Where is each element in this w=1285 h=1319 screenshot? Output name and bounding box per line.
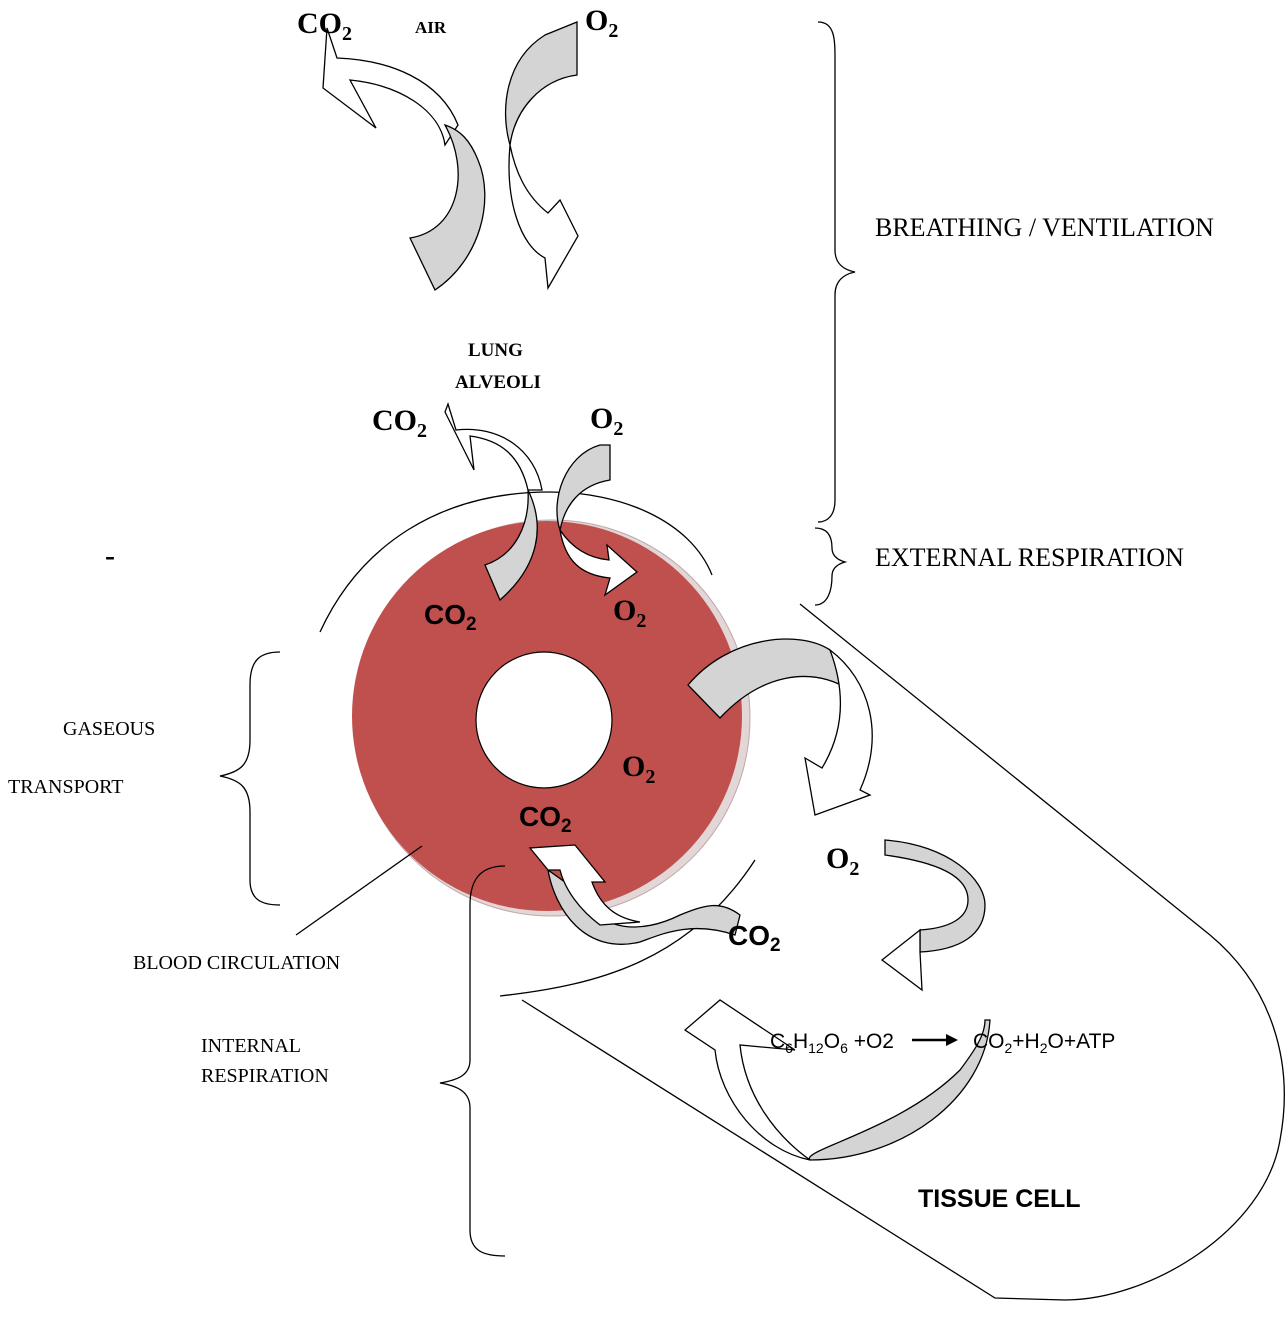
blood-circulation-label: BLOOD CIRCULATION — [133, 952, 340, 974]
co2-into-blood-arrow — [528, 844, 641, 926]
equation-right: CO2+H2O+ATP — [973, 1030, 1115, 1056]
blood-co2-top-label: CO2 — [424, 599, 477, 635]
cell-co2-return-tip-arrow — [683, 999, 811, 1161]
gaseous-label: GASEOUS — [63, 718, 155, 740]
internal-label: INTERNAL — [201, 1035, 301, 1057]
equation-left: C6H12O6 +O2 — [770, 1030, 894, 1056]
o2-delivery-arrow — [804, 648, 873, 816]
equation-arrow-head — [946, 1034, 958, 1046]
lung-o2-arrow — [556, 444, 611, 533]
lung-co2-from-blood-arrow — [484, 489, 538, 602]
blood-o2-top-label: O2 — [613, 594, 646, 632]
alveoli-label: ALVEOLI — [455, 372, 541, 393]
alveolus-wall-arc — [319, 491, 713, 633]
air-co2-arrow — [322, 27, 459, 147]
external-respiration-label: EXTERNAL RESPIRATION — [875, 543, 1184, 572]
air-co2-label: CO2 — [297, 7, 352, 45]
air-o2-entry-arrow — [508, 144, 579, 291]
capillary-arc — [499, 859, 756, 997]
blood-lumen — [475, 651, 613, 789]
dash-mark: - — [105, 539, 115, 572]
blood-o2-mid-label: O2 — [622, 750, 655, 788]
external-brace — [814, 527, 848, 606]
cell-co2-return-arrow — [808, 1019, 991, 1161]
lung-co2-label: CO2 — [372, 404, 427, 442]
lung-o2-label: O2 — [590, 402, 623, 440]
air-o2-arrow — [504, 21, 578, 146]
blood-circulation-pointer — [295, 845, 423, 936]
tissue-o2-label: O2 — [826, 842, 859, 880]
cell-o2-tip-arrow — [880, 928, 923, 992]
breathing-label: BREATHING / VENTILATION — [875, 213, 1214, 242]
tissue-cell-outline — [521, 603, 1285, 1301]
cell-o2-arrow — [884, 839, 986, 953]
air-co2-exit-arrow — [409, 123, 486, 291]
air-label: AIR — [415, 18, 447, 37]
breathing-brace — [817, 21, 856, 523]
air-o2-label: O2 — [585, 4, 618, 42]
respiration-label: RESPIRATION — [201, 1065, 329, 1087]
gaseous-brace — [219, 651, 281, 906]
tissue-cell-label: TISSUE CELL — [918, 1185, 1081, 1213]
lung-co2-arrow — [444, 401, 543, 491]
tissue-co2-label: CO2 — [728, 920, 781, 956]
transport-label: TRANSPORT — [8, 776, 124, 798]
lung-label: LUNG — [468, 340, 523, 361]
internal-brace — [439, 865, 506, 1257]
blood-co2-bottom-label: CO2 — [519, 801, 572, 837]
lung-o2-into-blood-arrow — [559, 529, 639, 597]
